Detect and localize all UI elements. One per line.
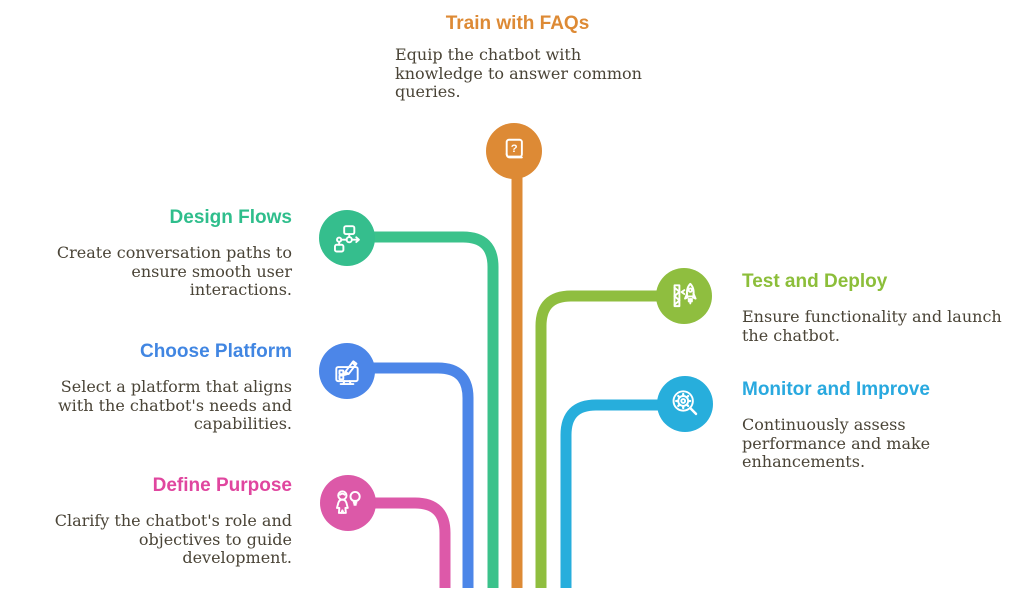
connector-test-and-deploy — [535, 290, 684, 588]
step-badge-define-purpose — [320, 475, 376, 531]
svg-text:?: ? — [511, 143, 518, 155]
step-badge-choose-platform — [319, 343, 375, 399]
gear-magnifier-icon — [672, 390, 698, 416]
step-design-flows: Design Flows Create conversation paths t… — [32, 206, 292, 300]
faq-book-icon: ? — [505, 138, 523, 159]
connector-monitor-and-improve — [560, 399, 685, 588]
step-title: Define Purpose — [152, 475, 292, 496]
step-title: Design Flows — [169, 207, 292, 228]
step-title: Train with FAQs — [445, 13, 590, 34]
step-description: Continuously assess performance and make… — [742, 415, 931, 471]
connector-design-flows — [347, 231, 499, 588]
step-test-and-deploy: Test and Deploy Ensure functionality and… — [742, 270, 1020, 345]
step-badge-train-with-faqs: ? — [486, 123, 542, 179]
connector-define-purpose — [348, 497, 451, 588]
step-define-purpose: Define Purpose Clarify the chatbot's rol… — [32, 474, 292, 568]
monitor-pencil-icon — [335, 360, 359, 386]
connector-choose-platform — [347, 362, 474, 588]
step-description: Clarify the chatbot's role and objective… — [54, 511, 292, 567]
step-description: Equip the chatbot with knowledge to answ… — [395, 45, 642, 101]
flowchart-icon — [334, 225, 360, 253]
step-badge-test-and-deploy — [656, 268, 712, 324]
step-description: Create conversation paths to ensure smoo… — [56, 243, 292, 299]
person-lightbulb-icon — [336, 490, 361, 514]
step-badge-design-flows — [319, 210, 375, 266]
rocket-launch-icon — [673, 282, 697, 308]
step-badge-monitor-and-improve — [657, 376, 713, 432]
step-monitor-and-improve: Monitor and Improve Continuously assess … — [742, 378, 1020, 472]
step-title: Monitor and Improve — [742, 379, 930, 400]
step-title: Test and Deploy — [742, 271, 888, 292]
step-choose-platform: Choose Platform Select a platform that a… — [32, 340, 292, 434]
step-title: Choose Platform — [139, 341, 292, 362]
step-train-with-faqs: Train with FAQs Equip the chatbot with k… — [380, 12, 655, 102]
step-description: Select a platform that aligns with the c… — [57, 377, 292, 433]
step-description: Ensure functionality and launch the chat… — [742, 307, 1002, 345]
